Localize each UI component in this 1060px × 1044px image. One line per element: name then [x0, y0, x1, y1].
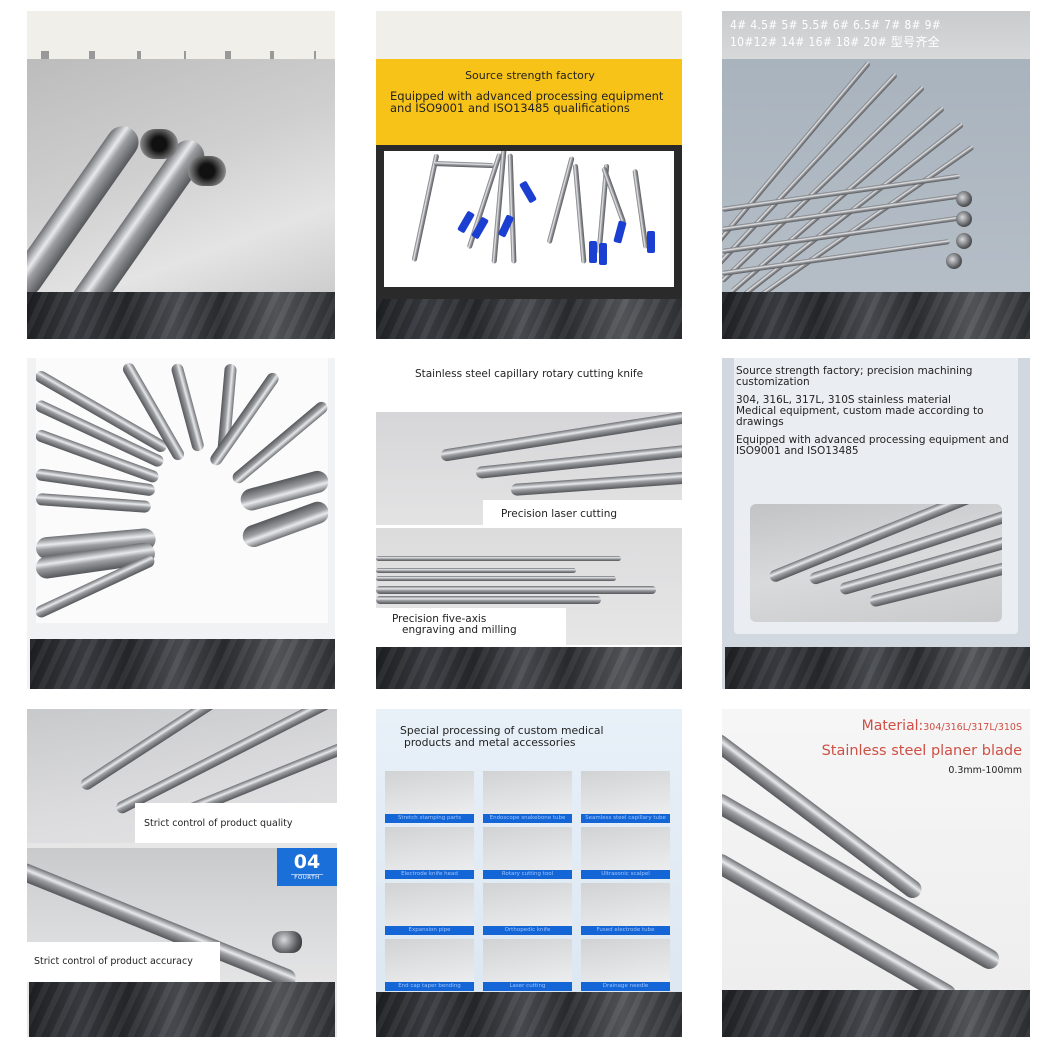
category-tile[interactable]: Endoscope snakebone tube — [483, 771, 572, 823]
size-list-line-1: 4# 4.5# 5# 5.5# 6# 6.5# 7# 8# 9# — [730, 18, 942, 32]
caption-laser-cutting: Precision laser cutting — [483, 500, 682, 525]
product-card-source-factory[interactable]: Source strength factory Equipped with ad… — [376, 11, 682, 339]
category-tile[interactable]: Rotary cutting tool — [483, 827, 572, 879]
product-card-quality-control[interactable]: Strict control of product quality Strict… — [27, 709, 337, 1037]
para-materials: 304, 316L, 317L, 310S stainless material… — [736, 394, 984, 428]
material-line: Material:304/316L/317L/310S — [861, 718, 1022, 734]
product-card-rotary-cutting-knife[interactable]: Stainless steel capillary rotary cutting… — [376, 358, 682, 689]
size-list: 4# 4.5# 5# 5.5# 6# 6.5# 7# 8# 9# 10#12# … — [722, 11, 1030, 59]
dark-footer-band — [722, 292, 1030, 339]
category-tile[interactable]: Stretch stamping parts — [385, 771, 474, 823]
dark-footer-band — [376, 992, 682, 1037]
dark-footer-band — [722, 990, 1030, 1037]
milling-photo: Precision five-axis engraving and millin… — [376, 528, 682, 645]
size-range: 0.3mm-100mm — [948, 765, 1022, 776]
caption-quality: Strict control of product quality — [135, 803, 337, 843]
laser-cutting-photo: Precision laser cutting — [376, 412, 682, 525]
product-photo — [722, 59, 1030, 292]
card-title: Stainless steel capillary rotary cutting… — [414, 368, 644, 380]
pin-row-decoration — [27, 51, 335, 59]
banner-body: Equipped with advanced processing equipm… — [390, 89, 664, 115]
step-badge: 04 FOURTH — [277, 848, 337, 886]
banner-title: Source strength factory — [465, 69, 595, 82]
category-tile[interactable]: Expansion pipe — [385, 883, 474, 935]
product-card-assorted-tubes[interactable] — [27, 358, 335, 689]
photo-frame — [734, 498, 1018, 634]
para-source-factory: Source strength factory; precision machi… — [736, 365, 973, 388]
category-grid: Stretch stamping parts Endoscope snakebo… — [385, 771, 675, 991]
material-info: Material:304/316L/317L/310S Stainless st… — [822, 717, 1022, 776]
product-name: Stainless steel planer blade — [821, 743, 1022, 759]
yellow-banner: Source strength factory Equipped with ad… — [376, 59, 682, 145]
category-tile[interactable]: Fused electrode tube — [581, 883, 670, 935]
dark-footer-band — [30, 639, 335, 689]
product-card-special-processing[interactable]: Special processing of custom medical pro… — [376, 709, 682, 1037]
category-tile[interactable]: Orthopedic knife — [483, 883, 572, 935]
dark-footer-band — [27, 292, 335, 339]
product-photo — [27, 59, 335, 325]
product-card-burr-sizes[interactable]: 4# 4.5# 5# 5.5# 6# 6.5# 7# 8# 9# 10#12# … — [722, 11, 1030, 339]
category-tile[interactable]: Ultrasonic scalpel — [581, 827, 670, 879]
caption-accuracy: Strict control of product accuracy — [27, 942, 220, 982]
category-tile[interactable]: Electrode knife head — [385, 827, 474, 879]
dark-footer-band — [29, 982, 335, 1037]
category-tile[interactable]: Laser cutting — [483, 939, 572, 991]
caption-five-axis-milling: Precision five-axis engraving and millin… — [376, 608, 566, 645]
dark-footer-band — [725, 647, 1030, 689]
size-list-line-2: 10#12# 14# 16# 18# 20# 型号齐全 — [730, 35, 940, 49]
product-card-customization[interactable]: Source strength factory; precision machi… — [722, 358, 1030, 689]
photo-frame — [376, 145, 682, 299]
dark-footer-band — [376, 299, 682, 339]
product-photo — [384, 151, 674, 287]
card-title: Special processing of custom medical pro… — [400, 724, 604, 749]
product-photo — [36, 358, 328, 623]
para-qualifications: Equipped with advanced processing equipm… — [736, 434, 1009, 457]
quality-photo: Strict control of product quality — [27, 709, 337, 843]
accuracy-photo: Strict control of product accuracy 04 FO… — [27, 848, 337, 982]
product-photo: Material:304/316L/317L/310S Stainless st… — [722, 709, 1030, 990]
dark-footer-band — [376, 647, 682, 689]
category-tile[interactable]: Seamless steel capillary tube — [581, 771, 670, 823]
product-photo — [750, 504, 1002, 622]
product-card-planer-blade[interactable]: Material:304/316L/317L/310S Stainless st… — [722, 709, 1030, 1037]
category-tile[interactable]: Drainage needle — [581, 939, 670, 991]
product-card-serrated-cutter[interactable] — [27, 11, 335, 339]
category-tile[interactable]: End cap taper bending — [385, 939, 474, 991]
